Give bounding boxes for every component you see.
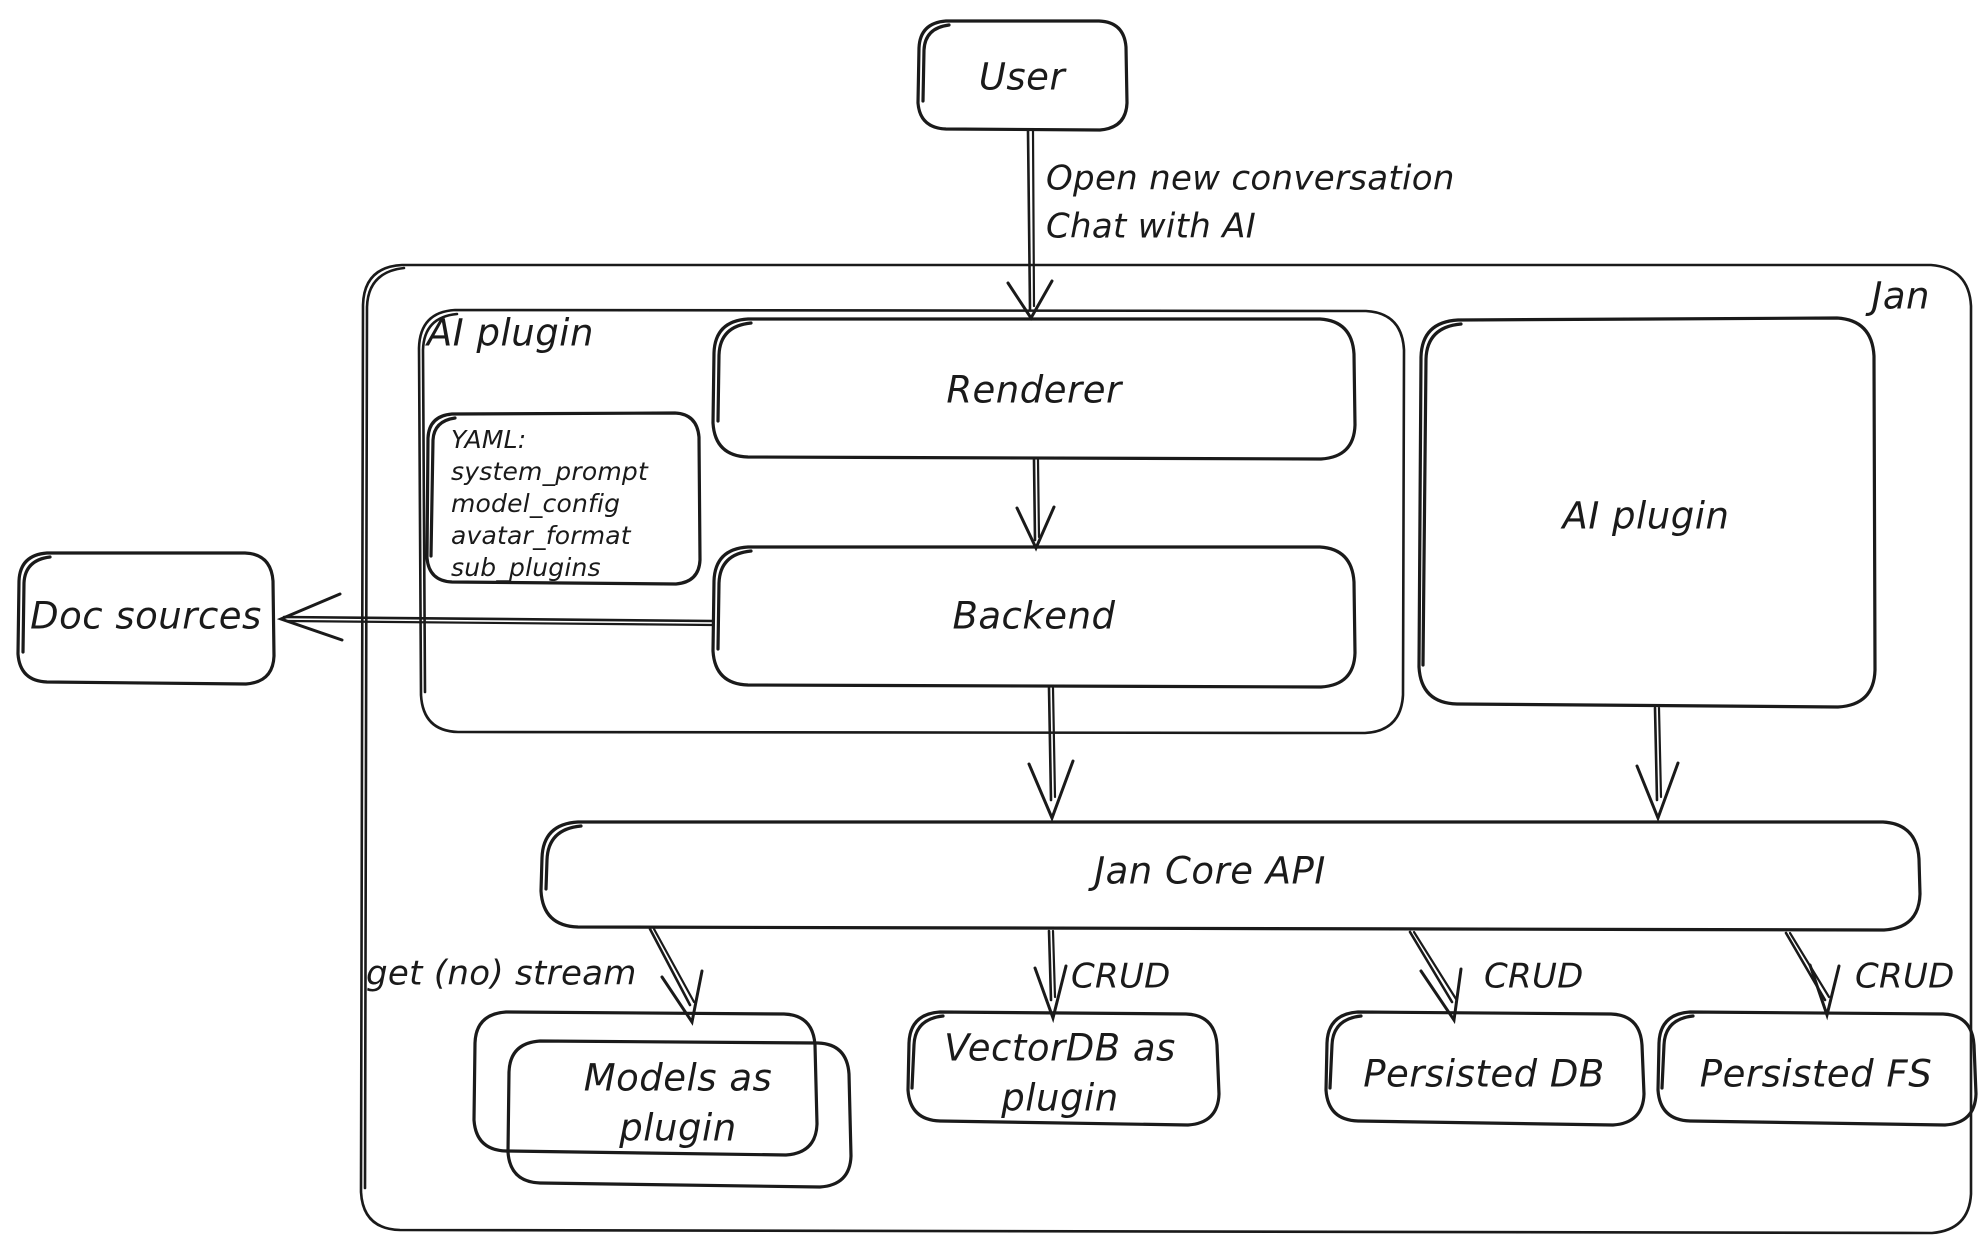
backend-node-label: Backend (952, 595, 1115, 638)
edge-label-get-no-stream: get (no) stream (366, 954, 637, 994)
user-node[interactable] (916, 19, 1129, 132)
persisted-fs-label: Persisted FS (1700, 1053, 1932, 1096)
yaml-item-avatar-format: avatar_format (451, 521, 632, 550)
jan-container (359, 263, 1973, 1235)
ai-plugin-group-box (417, 308, 1406, 735)
jan-core-api-node[interactable] (539, 820, 1922, 932)
yaml-item-sub-plugins: sub_plugins (451, 553, 601, 582)
jan-core-api-label: Jan Core API (1087, 850, 1326, 893)
jan-container-label: Jan (1864, 275, 1930, 318)
vectordb-label-line1: VectorDB as (944, 1027, 1176, 1070)
vectordb-label-line2: plugin (1000, 1077, 1118, 1120)
persisted-fs-node[interactable] (1656, 1010, 1978, 1127)
yaml-card (425, 411, 702, 586)
doc-sources-node-label: Doc sources (30, 595, 262, 638)
edge-backend-to-doc-sources (276, 592, 715, 642)
edge-label-chat-with-ai: Chat with AI (1046, 207, 1256, 247)
edge-core-to-persisted-db (1408, 930, 1463, 1025)
ai-plugin-node-label: AI plugin (1561, 495, 1730, 538)
doc-sources-node[interactable] (16, 551, 276, 686)
edge-label-crud-fs: CRUD (1855, 957, 1955, 997)
edge-core-to-vectordb (1033, 929, 1068, 1024)
renderer-node-label: Renderer (946, 369, 1124, 412)
renderer-node[interactable] (711, 317, 1357, 461)
backend-node[interactable] (711, 545, 1357, 689)
models-as-plugin-node[interactable] (472, 1010, 853, 1189)
edge-ai-plugin-to-core (1635, 706, 1680, 823)
yaml-card-header: YAML: (451, 425, 526, 454)
edge-backend-to-core (1027, 686, 1075, 823)
edge-core-to-persisted-fs (1784, 931, 1841, 1021)
edge-renderer-to-backend (1015, 458, 1056, 552)
yaml-item-model-config: model_config (451, 489, 620, 518)
persisted-db-label: Persisted DB (1363, 1053, 1605, 1096)
edge-label-open-conversation: Open new conversation (1046, 159, 1455, 199)
models-as-plugin-label-line1: Models as (584, 1057, 773, 1100)
models-as-plugin-label-line2: plugin (618, 1107, 736, 1150)
ai-plugin-group-label: AI plugin (425, 312, 594, 355)
user-node-label: User (979, 56, 1068, 99)
ai-plugin-node[interactable] (1417, 316, 1877, 709)
edge-label-crud-vectordb: CRUD (1071, 957, 1171, 997)
edge-label-crud-db: CRUD (1484, 957, 1584, 997)
vectordb-as-plugin-node[interactable] (906, 1010, 1221, 1127)
yaml-item-system-prompt: system_prompt (451, 457, 649, 486)
persisted-db-node[interactable] (1324, 1010, 1646, 1127)
edge-core-to-models (648, 927, 704, 1026)
